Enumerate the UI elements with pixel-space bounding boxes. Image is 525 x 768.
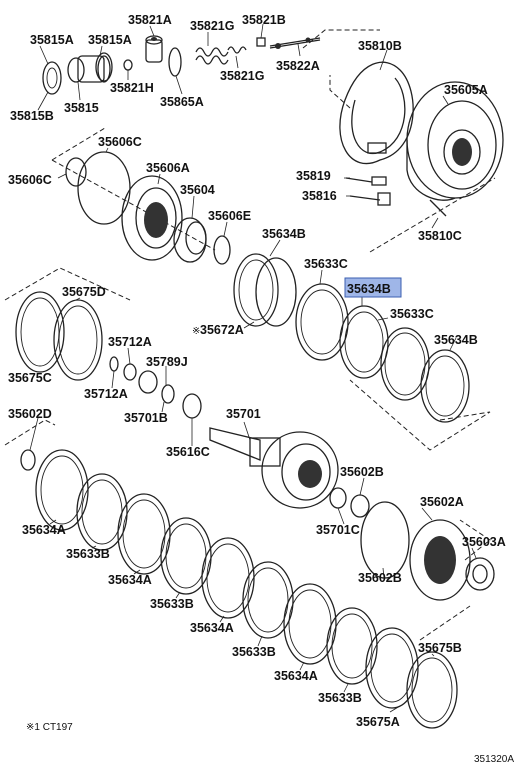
label-35606E[interactable]: 35606E bbox=[208, 209, 251, 223]
label-35605A[interactable]: 35605A bbox=[444, 83, 488, 97]
label-35816[interactable]: 35816 bbox=[302, 189, 337, 203]
label-35604[interactable]: 35604 bbox=[180, 183, 215, 197]
label-35675C[interactable]: 35675C bbox=[8, 371, 52, 385]
brake-band bbox=[339, 61, 414, 165]
part-labels[interactable]: 35815A 35815A 35821A 35821G 35821B 35810… bbox=[8, 13, 506, 729]
clutch-drum bbox=[406, 81, 504, 201]
label-35603A[interactable]: 35603A bbox=[462, 535, 506, 549]
label-35634A-2[interactable]: 35634A bbox=[108, 573, 152, 587]
label-35675D[interactable]: 35675D bbox=[62, 285, 106, 299]
label-35634B-highlighted[interactable]: 35634B bbox=[347, 282, 391, 296]
label-35821G-top[interactable]: 35821G bbox=[190, 19, 234, 33]
label-35815A-right[interactable]: 35815A bbox=[88, 33, 132, 47]
valve-assembly bbox=[42, 35, 321, 95]
piston-group bbox=[65, 151, 231, 265]
label-35634B-upper[interactable]: 35634B bbox=[262, 227, 306, 241]
clutch-pack-upper bbox=[233, 253, 470, 423]
highlight-box bbox=[344, 277, 402, 298]
label-35633B-2[interactable]: 35633B bbox=[150, 597, 194, 611]
label-35633C-lower[interactable]: 35633C bbox=[390, 307, 434, 321]
label-35810C[interactable]: 35810C bbox=[418, 229, 462, 243]
one-way-clutch bbox=[360, 501, 495, 601]
label-35701[interactable]: 35701 bbox=[226, 407, 261, 421]
label-35789J[interactable]: 35789J bbox=[146, 355, 188, 369]
star-mark-35672A: ※ bbox=[192, 326, 200, 337]
brake-pins bbox=[345, 176, 447, 217]
label-35712A-top[interactable]: 35712A bbox=[108, 335, 152, 349]
label-35815[interactable]: 35815 bbox=[64, 101, 99, 115]
label-35634B-right[interactable]: 35634B bbox=[434, 333, 478, 347]
label-35822A[interactable]: 35822A bbox=[276, 59, 320, 73]
label-35675A[interactable]: 35675A bbox=[356, 715, 400, 729]
label-35672A[interactable]: 35672A bbox=[200, 323, 244, 337]
label-35821H[interactable]: 35821H bbox=[110, 81, 154, 95]
label-35634A-3[interactable]: 35634A bbox=[190, 621, 234, 635]
label-35633C-upper[interactable]: 35633C bbox=[304, 257, 348, 271]
label-35602B-bottom[interactable]: 35602B bbox=[358, 571, 402, 585]
label-35633B-3[interactable]: 35633B bbox=[232, 645, 276, 659]
label-35633B-4[interactable]: 35633B bbox=[318, 691, 362, 705]
label-35606C-left[interactable]: 35606C bbox=[8, 173, 52, 187]
label-35819[interactable]: 35819 bbox=[296, 169, 331, 183]
label-35634A-4[interactable]: 35634A bbox=[274, 669, 318, 683]
label-35865A[interactable]: 35865A bbox=[160, 95, 204, 109]
label-35712A-bottom[interactable]: 35712A bbox=[84, 387, 128, 401]
footnote: ※1 CT197 bbox=[26, 722, 73, 733]
label-35701C[interactable]: 35701C bbox=[316, 523, 360, 537]
leader-lines bbox=[29, 23, 477, 713]
label-35602D[interactable]: 35602D bbox=[8, 407, 52, 421]
label-35821A[interactable]: 35821A bbox=[128, 13, 172, 27]
label-35602A[interactable]: 35602A bbox=[420, 495, 464, 509]
label-35634A-1[interactable]: 35634A bbox=[22, 523, 66, 537]
left-clutch-discs bbox=[15, 291, 103, 381]
label-35616C[interactable]: 35616C bbox=[166, 445, 210, 459]
clutch-pack-lower bbox=[20, 449, 458, 729]
label-35815A-left[interactable]: 35815A bbox=[30, 33, 74, 47]
label-35810B[interactable]: 35810B bbox=[358, 39, 402, 53]
label-35821G-bottom[interactable]: 35821G bbox=[220, 69, 264, 83]
input-shaft-planetary bbox=[209, 427, 370, 518]
diagram-id: 351320A bbox=[474, 754, 514, 765]
label-35606A[interactable]: 35606A bbox=[146, 161, 190, 175]
label-35633B-1[interactable]: 35633B bbox=[66, 547, 110, 561]
label-35675B[interactable]: 35675B bbox=[418, 641, 462, 655]
label-35821B[interactable]: 35821B bbox=[242, 13, 286, 27]
label-35606C-top[interactable]: 35606C bbox=[98, 135, 142, 149]
label-35602B-top[interactable]: 35602B bbox=[340, 465, 384, 479]
label-35701B[interactable]: 35701B bbox=[124, 411, 168, 425]
label-35815B[interactable]: 35815B bbox=[10, 109, 54, 123]
